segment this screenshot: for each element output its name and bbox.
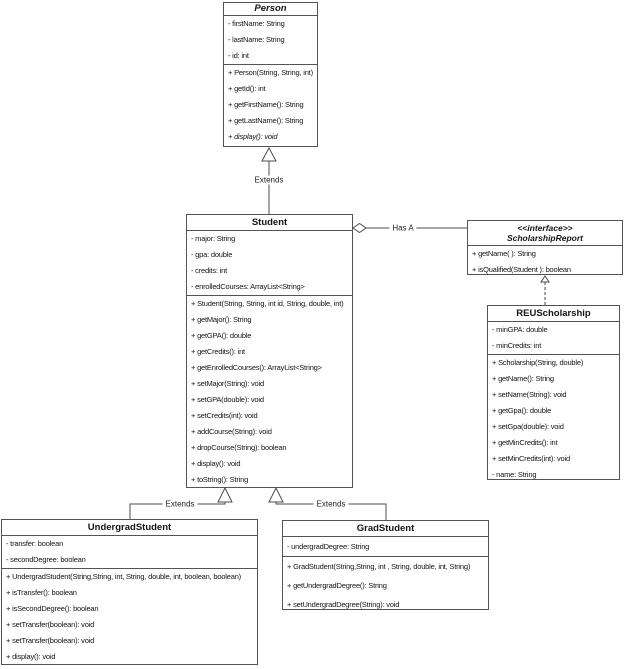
method-row: + getLastName(): String xyxy=(228,116,304,125)
attribute-row: - minGPA: double xyxy=(492,325,548,334)
method-row: + Student(String, String, int id, String… xyxy=(191,299,344,308)
class-box-grad-student: GradStudent - undergradDegree: String + … xyxy=(282,520,489,610)
class-title-scholarship-report: <<interface>> ScholarshipReport xyxy=(468,221,622,246)
attribute-row: - secondDegree: boolean xyxy=(6,555,86,564)
attribute-row: - minCredits: int xyxy=(492,341,542,350)
method-row: + Person(String, String, int) xyxy=(228,68,313,77)
attribute-row: - major: String xyxy=(191,234,236,243)
method-row: + setCredits(int): void xyxy=(191,411,258,420)
method-row: + getFirstName(): String xyxy=(228,100,304,109)
method-row: + getId(): int xyxy=(228,84,266,93)
generalization-arrowhead-icon xyxy=(261,146,277,162)
class-title-reu-scholarship: REUScholarship xyxy=(488,306,619,322)
edge-label-extends-left: Extends xyxy=(162,499,198,509)
method-row: + getUndergradDegree(): String xyxy=(287,580,387,590)
method-row: + getName( ): String xyxy=(472,249,536,258)
method-row: + getGpa(): double xyxy=(492,406,552,415)
scholarship-report-methods: + getName( ): String + isQualified(Stude… xyxy=(468,246,622,274)
student-attributes: - major: String - gpa: double - credits:… xyxy=(187,231,352,296)
class-title-grad-student: GradStudent xyxy=(283,521,488,537)
realization-arrowhead-icon xyxy=(540,275,550,283)
class-title-student: Student xyxy=(187,215,352,231)
undergrad-attributes: - transfer: boolean - secondDegree: bool… xyxy=(2,536,257,569)
method-row: + setTransfer(boolean): void xyxy=(6,636,95,645)
attribute-row: - undergradDegree: String xyxy=(287,541,370,551)
method-row: + setUndergradDegree(String): void xyxy=(287,599,400,609)
reu-methods: + Scholarship(String, double) + getName(… xyxy=(488,355,619,479)
attribute-row: - transfer: boolean xyxy=(6,539,64,548)
grad-attributes: - undergradDegree: String xyxy=(283,537,488,557)
method-row: + dropCourse(String): boolean xyxy=(191,443,287,452)
method-row: + display(): void xyxy=(6,652,56,661)
class-box-student: Student - major: String - gpa: double - … xyxy=(186,214,353,488)
method-row: + Scholarship(String, double) xyxy=(492,358,584,367)
grad-methods: + GradStudent(String,String, int , Strin… xyxy=(283,557,488,609)
aggregation-diamond-icon xyxy=(352,222,367,234)
edge-label-extends-right: Extends xyxy=(313,499,349,509)
method-row: + isQualified(Student ): boolean xyxy=(472,265,571,274)
generalization-arrowhead-icon xyxy=(217,486,233,503)
method-row: + getEnrolledCourses(): ArrayList<String… xyxy=(191,363,322,372)
method-row: + setMinCredits(int): void xyxy=(492,454,570,463)
person-methods: + Person(String, String, int) + getId():… xyxy=(224,65,317,145)
student-methods: + Student(String, String, int id, String… xyxy=(187,296,352,487)
class-box-person: Person - firstName: String - lastName: S… xyxy=(223,2,318,147)
edge-label-extends-top: Extends xyxy=(251,175,287,185)
method-row: + getGPA(): double xyxy=(191,331,252,340)
method-row: + toString(): String xyxy=(191,475,249,484)
method-row: + getName(): String xyxy=(492,374,554,383)
attribute-row: - gpa: double xyxy=(191,250,233,259)
class-box-scholarship-report: <<interface>> ScholarshipReport + getNam… xyxy=(467,220,623,275)
method-row: + GradStudent(String,String, int , Strin… xyxy=(287,561,471,571)
method-row: + getMinCredits(): int xyxy=(492,438,558,447)
method-row: + display(): void xyxy=(228,132,278,141)
class-box-reu-scholarship: REUScholarship - minGPA: double - minCre… xyxy=(487,305,620,480)
generalization-arrowhead-icon xyxy=(268,486,284,503)
interface-name: ScholarshipReport xyxy=(506,233,584,243)
method-row: + display(): void xyxy=(191,459,241,468)
attribute-row: - enrolledCourses: ArrayList<String> xyxy=(191,282,305,291)
method-row: + UndergradStudent(String,String, int, S… xyxy=(6,572,241,581)
class-box-undergrad-student: UndergradStudent - transfer: boolean - s… xyxy=(1,519,258,665)
method-row: + setName(String): void xyxy=(492,390,567,399)
undergrad-methods: + UndergradStudent(String,String, int, S… xyxy=(2,569,257,664)
attribute-row: - firstName: String xyxy=(228,19,285,28)
method-row: + setMajor(String): void xyxy=(191,379,264,388)
attribute-row: - name: String xyxy=(492,470,537,479)
method-row: + getMajor(): String xyxy=(191,315,252,324)
reu-attributes: - minGPA: double - minCredits: int xyxy=(488,322,619,355)
class-title-undergrad-student: UndergradStudent xyxy=(2,520,257,536)
interface-stereotype: <<interface>> xyxy=(517,223,573,233)
edge-label-has-a: Has A xyxy=(389,223,417,233)
method-row: + getCredits(): int xyxy=(191,347,245,356)
method-row: + isTransfer(): boolean xyxy=(6,588,77,597)
attribute-row: - lastName: String xyxy=(228,35,285,44)
attribute-row: - id: int xyxy=(228,51,249,60)
attribute-row: - credits: int xyxy=(191,266,227,275)
person-attributes: - firstName: String - lastName: String -… xyxy=(224,16,317,65)
method-row: + setTransfer(boolean): void xyxy=(6,620,95,629)
method-row: + setGpa(double): void xyxy=(492,422,564,431)
method-row: + isSecondDegree(): boolean xyxy=(6,604,99,613)
method-row: + setGPA(double): void xyxy=(191,395,264,404)
method-row: + addCourse(String): void xyxy=(191,427,272,436)
class-title-person: Person xyxy=(224,3,317,16)
